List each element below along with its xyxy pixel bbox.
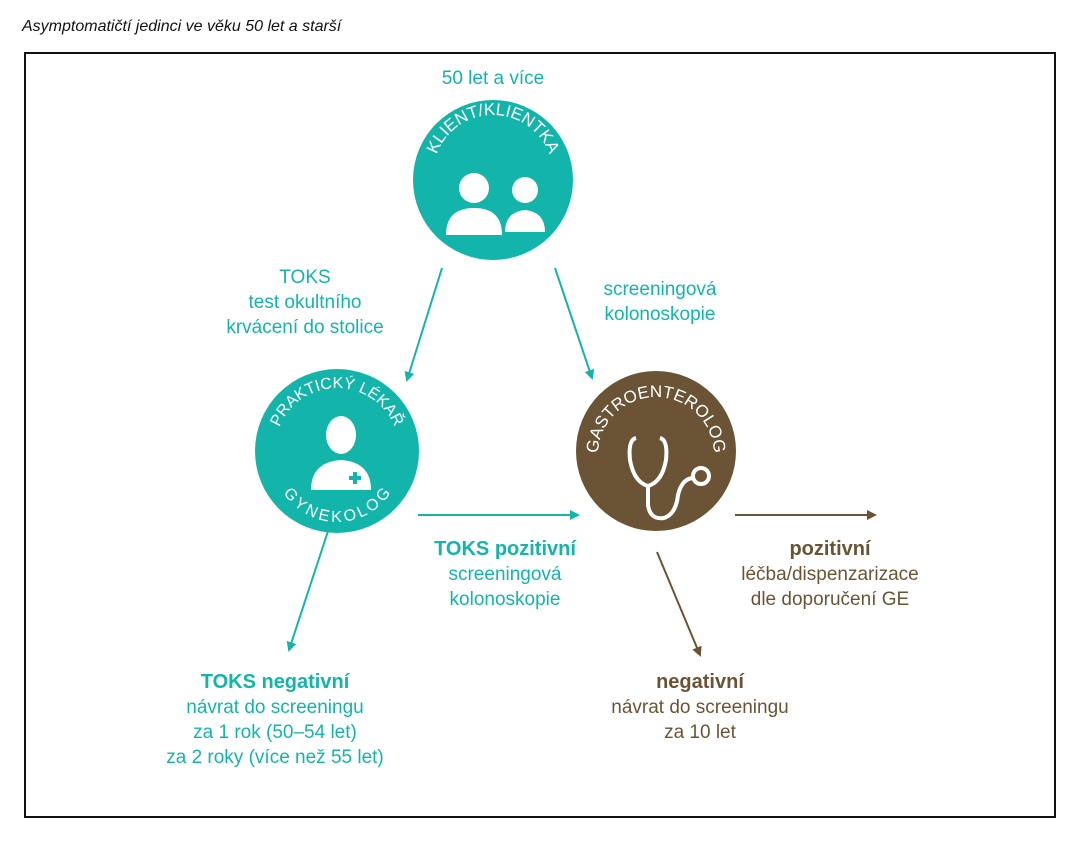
toks-positive-line-1: screeningová — [448, 564, 562, 585]
arrow-client-to-gp — [404, 267, 443, 382]
toks-positive-line-2: kolonoskopie — [449, 589, 561, 610]
positive-title: pozitivní — [789, 538, 871, 560]
toks-positive-title: TOKS pozitivní — [434, 538, 576, 560]
toks-positive: TOKS pozitivní screeningová kolonoskopie — [400, 537, 610, 612]
arrow-client-to-ge — [554, 267, 595, 380]
screening-line-1: screeningová — [603, 279, 717, 300]
positive-line-1: léčba/dispenzarizace — [741, 564, 919, 585]
client-age: 50 let a více — [441, 68, 545, 89]
toks-negative-line-2: za 1 rok (50–54 let) — [193, 722, 357, 743]
client-circle: KLIENT/KLIENTKA — [413, 100, 573, 260]
toks-line-1: TOKS — [279, 267, 331, 288]
positive-result: pozitivní léčba/dispenzarizace dle dopor… — [720, 537, 940, 612]
caption: Asymptomatičtí jedinci ve věku 50 let a … — [22, 18, 342, 35]
negative-title: negativní — [656, 671, 744, 693]
stethoscope-icon — [627, 436, 711, 521]
toks-line-2: test okultního — [248, 292, 362, 313]
negative-line-2: za 10 let — [664, 722, 736, 743]
arrow-gp-negative — [286, 524, 331, 652]
doctor-icon — [311, 416, 371, 490]
toks-label: TOKS test okultního krvácení do stolice — [190, 265, 420, 340]
screening-label: screeningová kolonoskopie — [560, 277, 760, 327]
toks-negative-line-3: za 2 roky (více než 55 let) — [166, 747, 384, 768]
diagram-frame — [24, 52, 1056, 818]
ge-circle: GASTROENTEROLOG — [576, 371, 736, 531]
gp-circle: PRAKTICKÝ LÉKAŘ GYNEKOLOG — [255, 369, 419, 533]
arrow-ge-negative — [656, 551, 702, 657]
toks-negative-title: TOKS negativní — [200, 671, 350, 693]
negative-line-1: návrat do screeningu — [611, 697, 789, 718]
toks-negative: TOKS negativní návrat do screeningu za 1… — [150, 670, 400, 770]
positive-line-2: dle doporučení GE — [750, 589, 910, 610]
toks-line-3: krvácení do stolice — [226, 317, 384, 338]
screening-line-2: kolonoskopie — [604, 304, 716, 325]
negative-result: negativní návrat do screeningu za 10 let — [590, 670, 810, 745]
toks-negative-line-1: návrat do screeningu — [186, 697, 364, 718]
people-icon — [446, 173, 545, 235]
